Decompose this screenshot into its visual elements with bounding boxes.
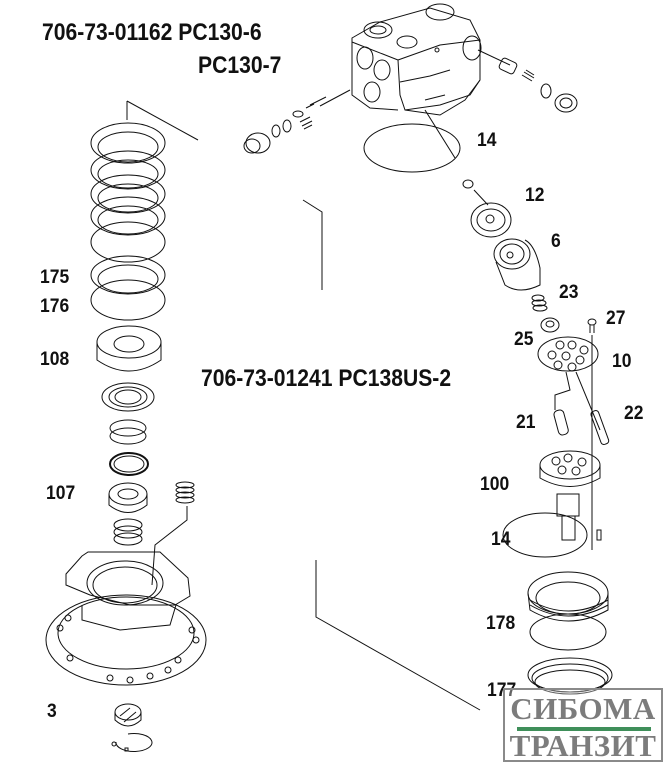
- valve-block: [351, 3, 482, 116]
- spring-23: [531, 294, 548, 312]
- pin-22: [575, 371, 610, 445]
- relief-valve-left: [243, 89, 351, 154]
- callout-175: 175: [40, 267, 70, 288]
- callout-21: 21: [516, 412, 536, 433]
- callout-27: 27: [606, 308, 626, 329]
- callout-12: 12: [525, 185, 545, 206]
- circlip: [111, 733, 153, 752]
- cylinder-block-6: [493, 238, 541, 291]
- callout-14-mid: 14: [491, 529, 511, 550]
- washer-25: [540, 317, 560, 333]
- watermark-divider: [517, 727, 651, 731]
- o-ring-14-top: [363, 123, 461, 173]
- friction-plates: [90, 122, 166, 321]
- bearing-108: [96, 325, 162, 372]
- callout-178: 178: [486, 613, 516, 634]
- o-ring-14-mid: [502, 512, 588, 558]
- callout-22: 22: [624, 403, 644, 424]
- retainer-10: [537, 336, 599, 372]
- assembly-2-title: 706-73-01241 PC138US-2: [201, 365, 452, 392]
- callout-25: 25: [514, 329, 534, 350]
- spacer-ring: [109, 419, 147, 445]
- watermark-line-1: СИБОМА: [510, 691, 656, 726]
- bearing-3: [114, 703, 142, 727]
- callout-10: 10: [612, 351, 632, 372]
- watermark-logo: СИБОМА ТРАНЗИТ: [503, 688, 663, 762]
- spring-small: [151, 481, 195, 586]
- assembly-1-part-title: 706-73-01162 PC130-6: [42, 19, 262, 46]
- watermark-line-2: ТРАНЗИТ: [509, 728, 657, 763]
- relief-valve-right: [477, 49, 578, 113]
- housing: [45, 551, 207, 686]
- assembly-1-model-title: PC130-7: [198, 52, 282, 79]
- pin-21: [553, 371, 571, 436]
- swash-plate-12: [462, 179, 512, 238]
- callout-176: 176: [40, 296, 70, 317]
- callout-3: 3: [47, 701, 57, 722]
- ring-177: [527, 657, 613, 695]
- oil-seal: [101, 382, 155, 412]
- callout-100: 100: [480, 474, 510, 495]
- callout-107: 107: [46, 483, 76, 504]
- bolt-27: [587, 318, 597, 333]
- piston-assembly-100: [539, 450, 601, 541]
- callout-108: 108: [40, 349, 70, 370]
- snap-ring: [109, 452, 149, 476]
- callout-14-top: 14: [477, 130, 497, 151]
- bearing-107: [108, 482, 148, 513]
- collar: [113, 518, 143, 546]
- callout-23: 23: [559, 282, 579, 303]
- callout-6: 6: [551, 231, 561, 252]
- callout-177: 177: [487, 680, 517, 701]
